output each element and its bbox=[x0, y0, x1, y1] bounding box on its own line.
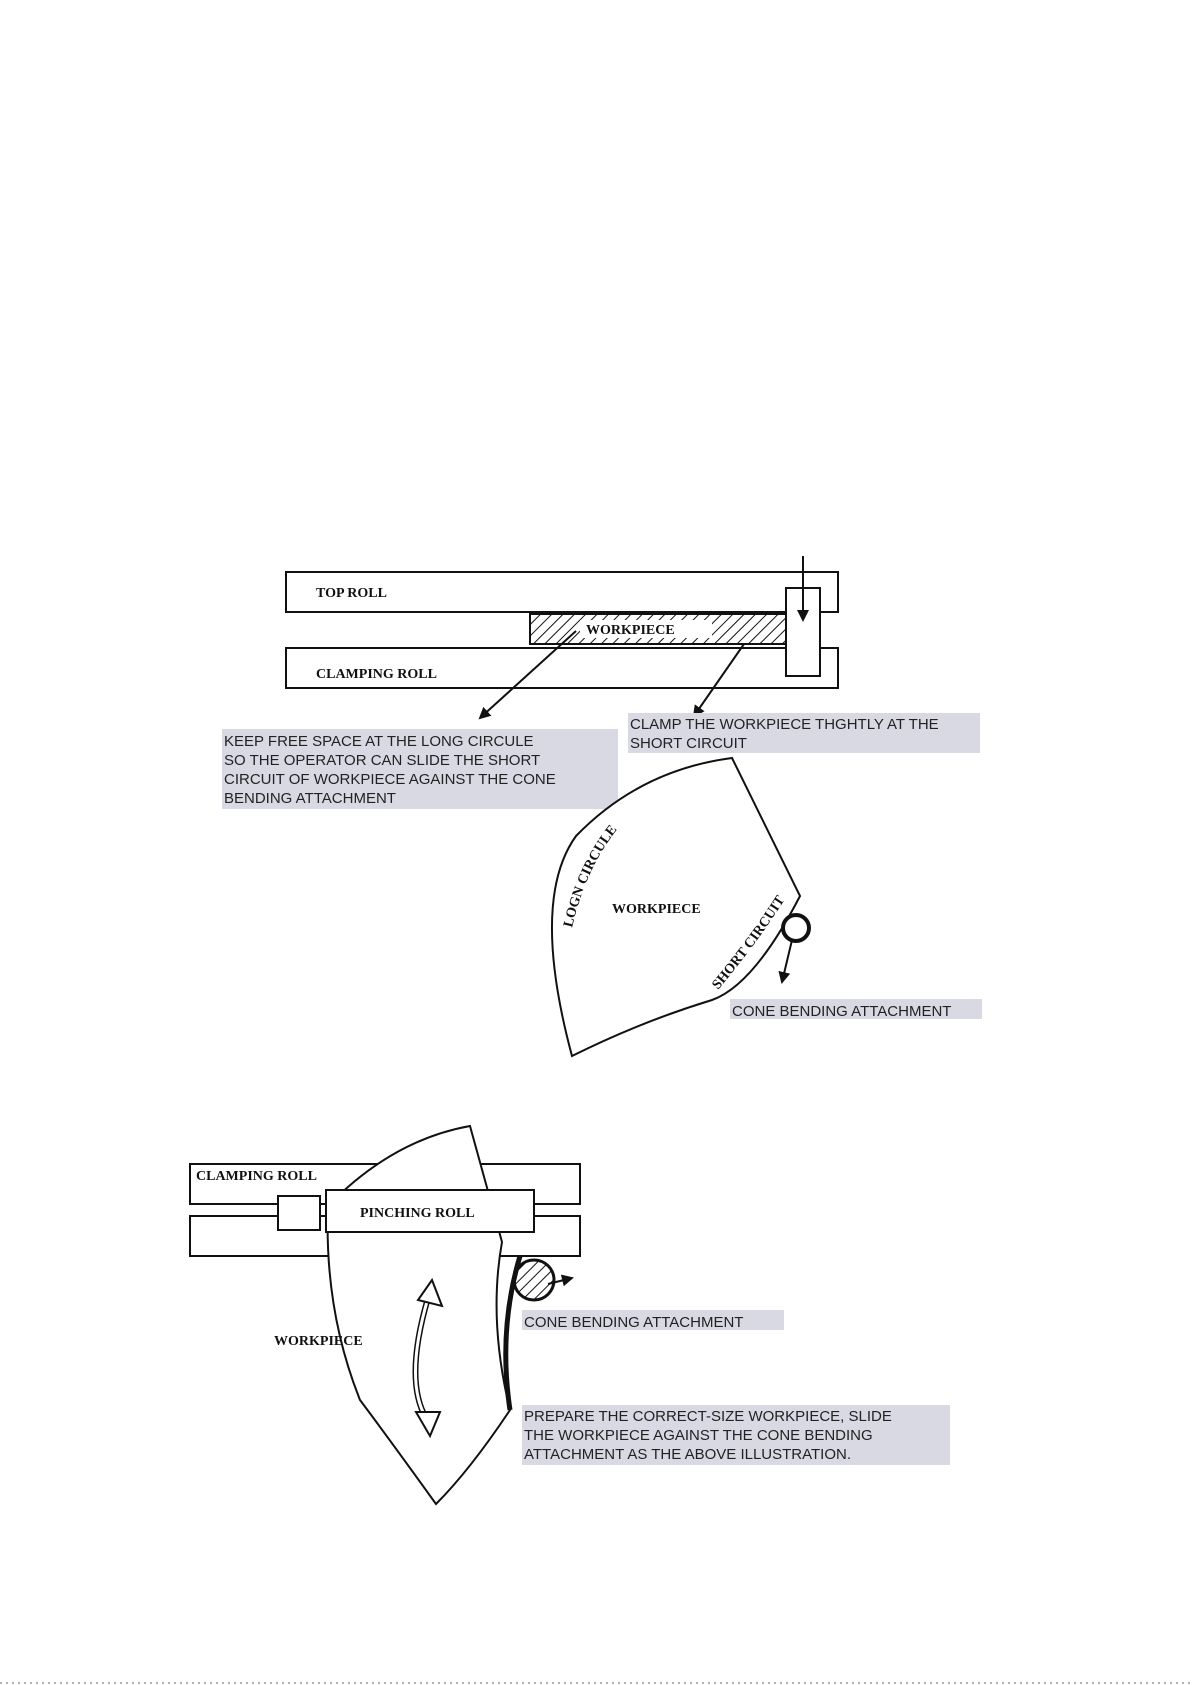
clamping-roll-label: CLAMPING ROLL bbox=[316, 667, 437, 682]
attachment-arrow bbox=[778, 939, 793, 984]
top-roll bbox=[285, 571, 839, 613]
workpiece-label: WORKPIECE bbox=[612, 902, 701, 917]
note-left: KEEP FREE SPACE AT THE LONG CIRCULE SO T… bbox=[222, 729, 618, 809]
diagram-2-workpiece-shape: LOGN CIRCULE WORKPIECE SHORT CIRCUIT CON… bbox=[551, 756, 982, 1058]
note-right-line-1: CLAMP THE WORKPIECE THGHTLY AT THE bbox=[630, 716, 939, 733]
note-line-3: ATTACHMENT AS THE ABOVE ILLUSTRATION. bbox=[524, 1446, 851, 1463]
rotation-arrowhead-top bbox=[416, 1277, 444, 1308]
sector-workpiece bbox=[326, 1124, 512, 1506]
rotation-arrowhead-bottom bbox=[414, 1411, 442, 1439]
attachment-label: CONE BENDING ATTACHMENT bbox=[732, 1003, 951, 1020]
top-roll-label: TOP ROLL bbox=[316, 586, 387, 601]
clamping-roll-label-bg bbox=[194, 1166, 348, 1184]
note-right-line-2: SHORT CIRCUIT bbox=[630, 735, 747, 752]
note-line-2: THE WORKPIECE AGAINST THE CONE BENDING bbox=[524, 1427, 873, 1444]
cone-attachment-icon bbox=[512, 1258, 556, 1302]
note-left-line-1: KEEP FREE SPACE AT THE LONG CIRCULE bbox=[224, 733, 534, 750]
workpiece-label: WORKPIECE bbox=[274, 1334, 363, 1349]
attachment-arrow bbox=[547, 1274, 574, 1287]
note-line-1: PREPARE THE CORRECT-SIZE WORKPIECE, SLID… bbox=[524, 1408, 892, 1425]
small-roll-block bbox=[277, 1195, 321, 1231]
pinching-roll bbox=[325, 1189, 535, 1233]
note-right: CLAMP THE WORKPIECE THGHTLY AT THE SHORT… bbox=[628, 713, 980, 753]
workpiece-label-bg bbox=[580, 620, 712, 638]
sector-workpiece bbox=[551, 756, 802, 1058]
cone-attachment-icon bbox=[781, 913, 811, 943]
note-left-line-2: SO THE OPERATOR CAN SLIDE THE SHORT bbox=[224, 752, 540, 769]
pinching-roll-label: PINCHING ROLL bbox=[360, 1206, 475, 1221]
note-left-line-4: BENDING ATTACHMENT bbox=[224, 790, 396, 807]
workpiece-label: WORKPIECE bbox=[586, 623, 675, 638]
attachment-label: CONE BENDING ATTACHMENT bbox=[524, 1314, 743, 1331]
free-space-arrow bbox=[478, 630, 577, 720]
diagram-3-rolling-setup: PINCHING ROLL CLAMPING ROLL WORKPIECE CO… bbox=[189, 1124, 950, 1506]
clamping-roll-label: CLAMPING ROLL bbox=[196, 1169, 317, 1184]
note: PREPARE THE CORRECT-SIZE WORKPIECE, SLID… bbox=[522, 1405, 950, 1465]
note-left-line-3: CIRCUIT OF WORKPIECE AGAINST THE CONE bbox=[224, 771, 556, 788]
clamping-roll bbox=[285, 647, 839, 689]
clamp-point-arrow bbox=[692, 643, 745, 718]
diagram-1-clamping-setup: TOP ROLL CLAMPING ROLL WORKPIECE KEEP FR… bbox=[222, 556, 980, 809]
